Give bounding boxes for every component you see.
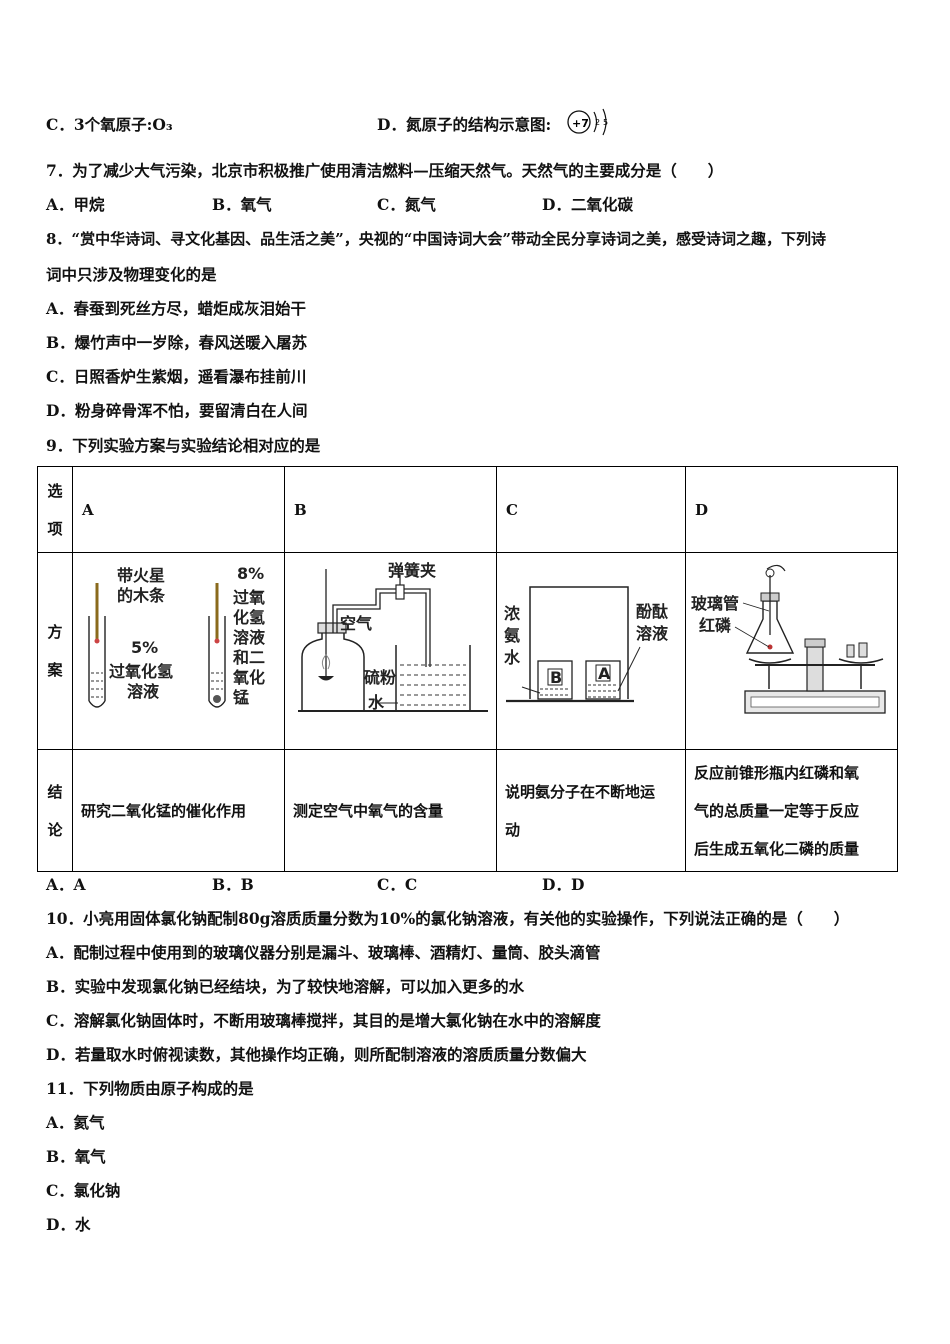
label-phenol-2: 溶液 xyxy=(636,624,669,643)
table-row-scheme: 方案 xyxy=(37,552,898,750)
nitrogen-atom-diagram: +7 2 5 xyxy=(567,108,608,136)
q9-option-c: C．C xyxy=(377,875,418,894)
q10-stem: 10．小亮用固体氯化钠配制80g溶质质量分数为10%的氯化钠溶液，有关他的实验操… xyxy=(46,909,850,928)
q10-option-a: A．配制过程中使用到的玻璃仪器分别是漏斗、玻璃棒、酒精灯、量筒、胶头滴管 xyxy=(46,943,601,962)
q7-option-d: D．二氧化碳 xyxy=(542,195,633,214)
label-right-6: 锰 xyxy=(233,688,249,707)
scheme-b-cell: 弹簧夹 空气 硫粉 水 xyxy=(284,552,497,750)
conclusion-a: 研究二氧化锰的催化作用 xyxy=(72,749,285,872)
label-ammonia-2: 氨 xyxy=(504,626,520,645)
q8-option-a: A．春蚕到死丝方尽，蜡炬成灰泪始干 xyxy=(46,299,307,318)
q9-stem: 9．下列实验方案与实验结论相对应的是 xyxy=(46,436,321,455)
q10-option-b: B．实验中发现氯化钠已经结块，为了较快地溶解，可以加入更多的水 xyxy=(46,977,525,996)
label-water: 水 xyxy=(368,693,385,712)
row-label-conclusion: 结论 xyxy=(37,749,73,872)
oxygen-content-diagram: 弹簧夹 空气 硫粉 水 xyxy=(297,561,488,712)
header-d: D xyxy=(685,466,898,553)
experiment-table: 选项 A B C D 方案 xyxy=(37,466,898,872)
beaker-b-label: B xyxy=(550,668,562,687)
label-left-solution-2: 溶液 xyxy=(127,682,160,701)
atom-shell2-label: 5 xyxy=(603,118,608,127)
row-label-scheme: 方案 xyxy=(37,552,73,750)
q8-stem-line2: 词中只涉及物理变化的是 xyxy=(46,265,217,284)
label-splint-1: 带火星 xyxy=(117,566,165,585)
atom-shell1-label: 2 xyxy=(595,118,600,127)
q9-option-a: A．A xyxy=(46,875,86,894)
scheme-d-cell: 玻璃管 红磷 xyxy=(685,552,898,750)
scheme-a-cell: 带火星 的木条 5% 过氧化氢 溶液 8% 过氧 化氢 溶液 和二 氧化 锰 xyxy=(72,552,285,750)
label-sulfur: 硫粉 xyxy=(364,668,396,687)
label-air: 空气 xyxy=(340,614,372,633)
q11-option-b: B．氧气 xyxy=(46,1147,106,1166)
conclusion-c: 说明氨分子在不断地运动 xyxy=(496,749,686,872)
catalyst-experiment-diagram: 带火星 的木条 5% 过氧化氢 溶液 8% 过氧 化氢 溶液 和二 氧化 锰 xyxy=(87,564,266,708)
q10-option-c: C．溶解氯化钠固体时，不断用玻璃棒搅拌，其目的是增大氯化钠在水中的溶解度 xyxy=(46,1011,601,1030)
label-right-2: 化氢 xyxy=(233,608,265,627)
header-a: A xyxy=(72,466,285,553)
q7-option-c: C．氮气 xyxy=(377,195,436,214)
q6-option-d: D．氮原子的结构示意图: xyxy=(377,115,552,134)
label-right-3: 溶液 xyxy=(233,628,266,647)
molecule-motion-diagram: 浓 氨 水 酚酞 溶液 B A xyxy=(504,586,669,703)
conclusion-d: 反应前锥形瓶内红磷和氧气的总质量一定等于反应后生成五氧化二磷的质量 xyxy=(685,749,898,872)
label-pct-left: 5% xyxy=(131,638,158,657)
q11-option-a: A．氦气 xyxy=(46,1113,105,1132)
label-right-5: 氧化 xyxy=(232,668,265,687)
row-label-option: 选项 xyxy=(37,466,73,553)
q7-stem: 7．为了减少大气污染，北京市积极推广使用清洁燃料—压缩天然气。天然气的主要成分是… xyxy=(46,161,724,180)
atom-nucleus-label: +7 xyxy=(572,117,589,130)
label-ammonia-1: 浓 xyxy=(504,604,521,623)
mass-conservation-diagram: 玻璃管 红磷 xyxy=(691,564,886,714)
label-right-4: 和二 xyxy=(233,648,265,667)
header-c: C xyxy=(496,466,686,553)
q9-option-b: B．B xyxy=(212,875,254,894)
label-left-solution-1: 过氧化氢 xyxy=(109,662,173,681)
q8-option-b: B．爆竹声中一岁除，春风送暖入屠苏 xyxy=(46,333,308,352)
label-splint-2: 的木条 xyxy=(117,586,166,605)
label-right-1: 过氧 xyxy=(233,588,265,607)
q10-option-d: D．若量取水时俯视读数，其他操作均正确，则所配制溶液的溶质质量分数偏大 xyxy=(46,1045,587,1064)
q7-option-a: A．甲烷 xyxy=(46,195,105,214)
q6-option-c: C．3个氧原子:O₃ xyxy=(46,115,173,134)
label-phenol-1: 酚酞 xyxy=(636,602,668,621)
q8-stem-line1: 8．“赏中华诗词、寻文化基因、品生活之美”，央视的“中国诗词大会”带动全民分享诗… xyxy=(46,230,826,248)
q9-option-d: D．D xyxy=(542,875,585,894)
label-ammonia-3: 水 xyxy=(504,648,521,667)
table-row-conclusion: 结论 研究二氧化锰的催化作用 测定空气中氧气的含量 说明氨分子在不断地运动 反应… xyxy=(37,749,898,872)
scheme-c-cell: 浓 氨 水 酚酞 溶液 B A xyxy=(496,552,686,750)
label-red-phosphorus: 红磷 xyxy=(699,616,732,635)
q11-option-d: D．水 xyxy=(46,1215,91,1234)
label-pct-right: 8% xyxy=(237,564,264,583)
header-b: B xyxy=(284,466,497,553)
q8-option-d: D．粉身碎骨浑不怕，要留清白在人间 xyxy=(46,401,308,420)
q11-option-c: C．氯化钠 xyxy=(46,1181,121,1200)
label-clamp: 弹簧夹 xyxy=(388,561,436,580)
table-row-header: 选项 A B C D xyxy=(37,466,898,553)
label-glass-tube: 玻璃管 xyxy=(691,594,739,613)
q11-stem: 11．下列物质由原子构成的是 xyxy=(46,1079,254,1098)
conclusion-b: 测定空气中氧气的含量 xyxy=(284,749,497,872)
beaker-a-label: A xyxy=(598,664,611,683)
q8-option-c: C．日照香炉生紫烟，遥看瀑布挂前川 xyxy=(46,367,307,386)
q7-option-b: B．氧气 xyxy=(212,195,272,214)
